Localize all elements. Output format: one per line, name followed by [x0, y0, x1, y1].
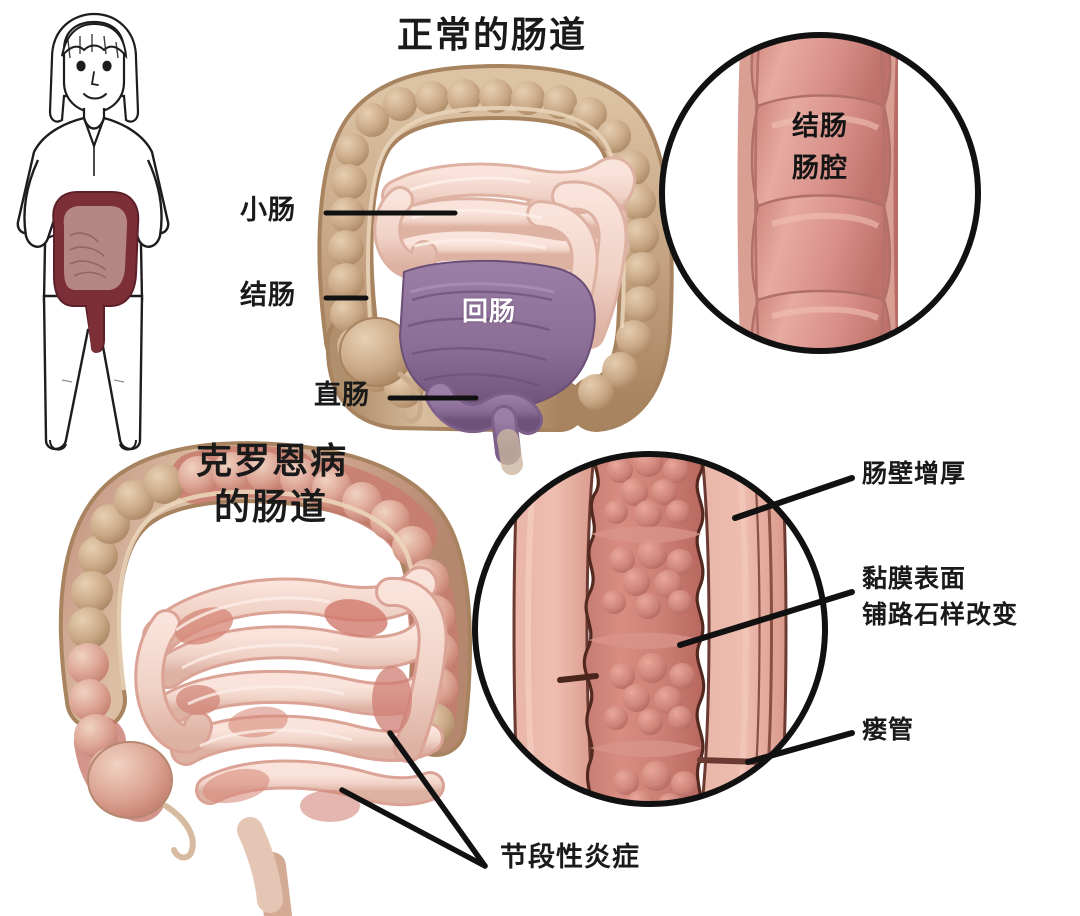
label-fistula: 瘘管 — [862, 716, 915, 744]
label-ileum: 回肠 — [462, 296, 517, 326]
normal-leader-lines — [323, 210, 479, 401]
label-bowel-wall-thickening: 肠壁增厚 — [862, 460, 967, 488]
crohn-section-title-line2: 的肠道 — [214, 486, 329, 527]
label-segmental-inflammation: 节段性炎症 — [500, 842, 640, 872]
crohn-section-title-line1: 克罗恩病 — [196, 440, 349, 481]
crohn-small-intestine-loops — [134, 566, 448, 822]
patient-figure — [16, 12, 170, 451]
segmental-inflammation-leaders — [339, 730, 488, 869]
label-cobblestone-mucosa-line2: 铺路石样改变 — [862, 601, 1019, 629]
inset-label-colon: 结肠 — [792, 111, 848, 141]
figure-intestine-overlay — [52, 191, 140, 353]
crohn-bowel-inset — [472, 451, 828, 807]
crohn-bowel-illustration — [58, 441, 488, 916]
label-colon: 结肠 — [240, 280, 296, 310]
leader-line-cobblestone-mucosa — [677, 589, 855, 648]
label-small-intestine: 小肠 — [240, 195, 296, 225]
colon-tube — [317, 63, 674, 432]
leader-line-fistula — [745, 730, 855, 765]
crohn-leader-lines — [677, 475, 855, 765]
inset-label-lumen: 肠腔 — [792, 153, 848, 183]
leader-line-bowel-wall-thickening — [732, 475, 855, 521]
normal-colon-inset — [659, 32, 981, 354]
label-rectum: 直肠 — [314, 380, 370, 410]
label-cobblestone-mucosa-line1: 黏膜表面 — [862, 565, 967, 593]
normal-section-title: 正常的肠道 — [397, 14, 588, 55]
ileum-region — [398, 259, 596, 475]
normal-bowel-illustration — [317, 63, 674, 475]
